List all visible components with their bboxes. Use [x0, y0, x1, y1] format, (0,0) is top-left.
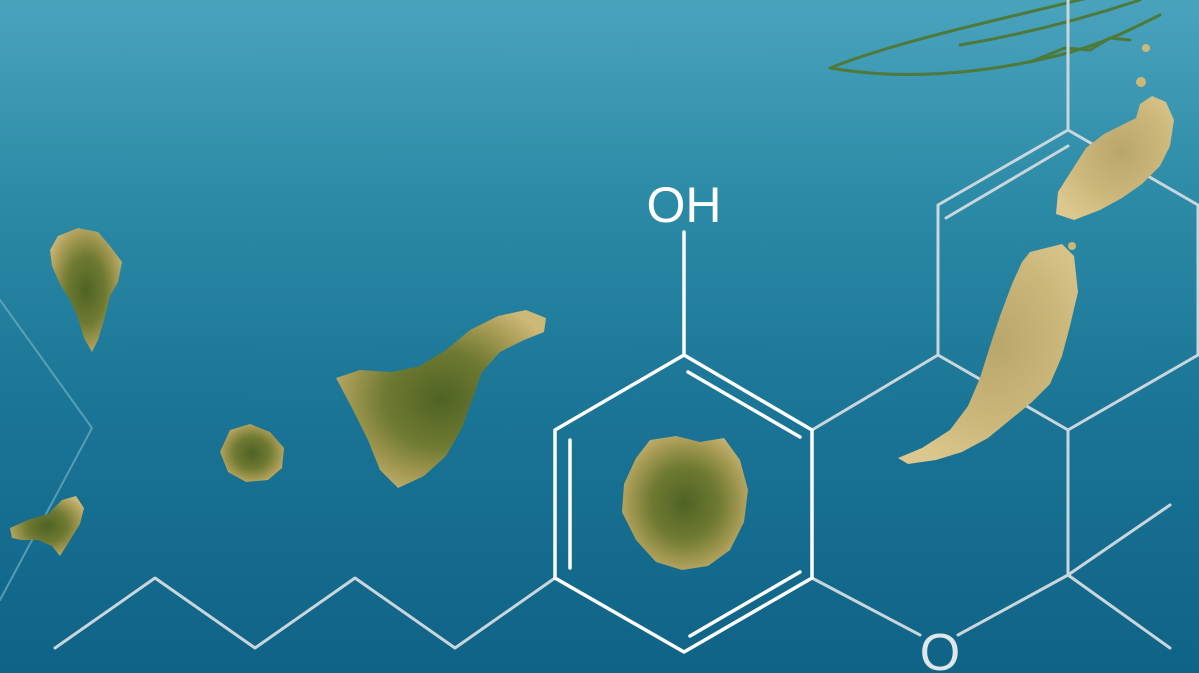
hydroxyl-label: OH: [647, 177, 722, 233]
island-tenerife: [336, 310, 546, 488]
island-gran-canaria: [622, 436, 748, 570]
secondary-molecule-structure: [53, 0, 1199, 650]
islet-graciosa: [1136, 77, 1146, 87]
island-la-gomera: [220, 424, 284, 482]
leaf-outline-icon: [828, 0, 1162, 76]
island-lanzarote: [1056, 96, 1174, 220]
island-fuerteventura: [898, 244, 1078, 464]
islet-alegranza: [1142, 44, 1150, 52]
ring-oxygen-label: O: [920, 624, 960, 673]
left-faint-bond: [0, 299, 93, 601]
primary-benzene-ring: [553, 230, 814, 654]
island-la-palma: [50, 228, 122, 352]
island-el-hierro: [10, 496, 84, 556]
islet-lobos: [1068, 242, 1076, 250]
